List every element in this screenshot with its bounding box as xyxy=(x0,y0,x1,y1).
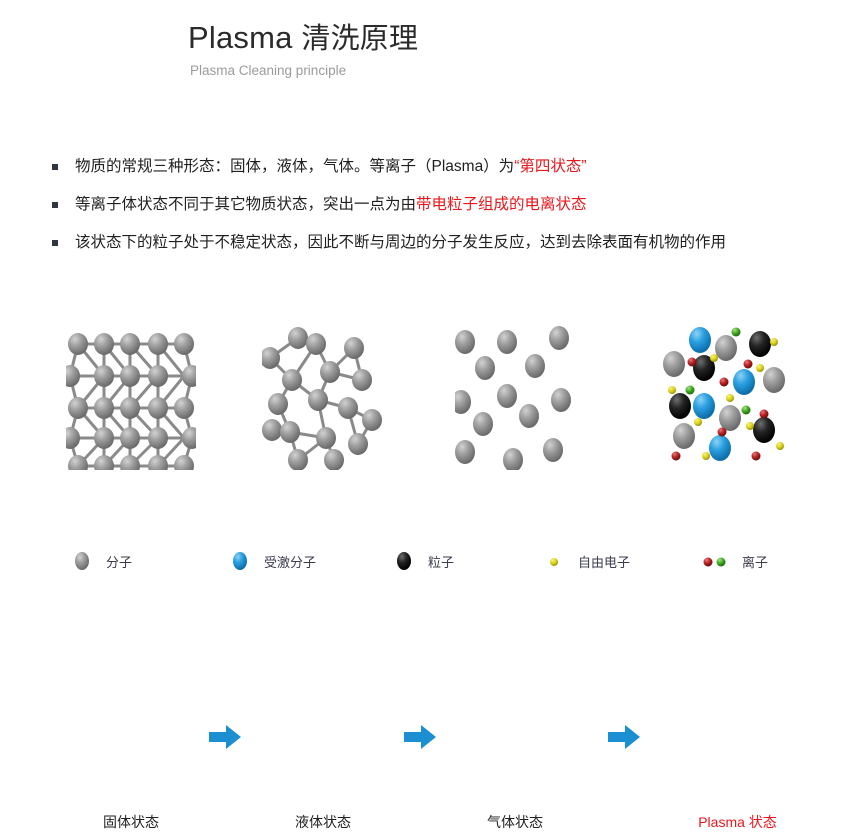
arrow-liquid-to-gas xyxy=(404,724,436,750)
gray-ellipse-icon xyxy=(70,548,94,574)
state-label-liquid: 液体状态 xyxy=(295,814,351,830)
bullet-segment: 物质的常规三种形态：固体，液体，气体。等离子（Plasma）为 xyxy=(75,158,515,175)
solid-lattice-diagram xyxy=(66,320,196,470)
bullet-segment-highlight: “第四状态” xyxy=(514,158,587,175)
bullet-segment: 该状态下的粒子处于不稳定状态，因此不断与周边的分子发生反应，达到去除表面有机物的… xyxy=(75,234,727,251)
square-bullet-icon xyxy=(52,202,58,208)
state-label-plasma: Plasma 状态 xyxy=(698,814,777,830)
page-title: Plasma 清洗原理 xyxy=(188,18,418,59)
bullet-segment-highlight: 带电粒子组成的电离状态 xyxy=(416,196,587,213)
bullet-segment: 等离子体状态不同于其它物质状态，突出一点为由 xyxy=(75,196,417,213)
liquid-network-diagram xyxy=(262,320,392,470)
arrow-solid-to-liquid xyxy=(209,724,241,750)
state-diagram: 固体状态 液体状态 气体状态 Plasma 状态 xyxy=(0,320,856,830)
page-title-en: Plasma xyxy=(188,20,293,55)
page-title-cn: 清洗原理 xyxy=(301,23,419,55)
list-item: 物质的常规三种形态：固体，液体，气体。等离子（Plasma）为“第四状态” xyxy=(52,148,842,186)
plasma-particles-diagram xyxy=(660,320,810,475)
legend-item-ion: 离子 xyxy=(700,546,768,576)
arrow-gas-to-plasma xyxy=(608,724,640,750)
yellow-dot-icon xyxy=(542,548,566,574)
red-green-dots-icon xyxy=(700,548,730,574)
legend-item-free-electron: 自由电子 xyxy=(542,546,630,576)
legend-label: 自由电子 xyxy=(578,554,631,570)
black-ellipse-icon xyxy=(392,548,416,574)
square-bullet-icon xyxy=(52,164,58,170)
list-item: 该状态下的粒子处于不稳定状态，因此不断与周边的分子发生反应，达到去除表面有机物的… xyxy=(52,224,842,262)
legend-item-excited-molecule: 受激分子 xyxy=(228,546,316,576)
state-label-solid: 固体状态 xyxy=(103,814,159,830)
slide-root: Plasma 清洗原理 Plasma Cleaning principle 物质… xyxy=(0,18,856,830)
legend-label: 分子 xyxy=(106,554,133,570)
legend-label: 离子 xyxy=(742,554,769,570)
list-item: 等离子体状态不同于其它物质状态，突出一点为由带电粒子组成的电离状态 xyxy=(52,186,842,224)
legend-label: 粒子 xyxy=(428,554,455,570)
bullet-text: 物质的常规三种形态：固体，液体，气体。等离子（Plasma）为“第四状态” xyxy=(75,148,587,186)
state-label-gas: 气体状态 xyxy=(487,814,543,830)
legend: 分子 受激分子 粒子 自由电子 xyxy=(0,546,856,582)
blue-ellipse-icon xyxy=(228,548,252,574)
bullet-text: 等离子体状态不同于其它物质状态，突出一点为由带电粒子组成的电离状态 xyxy=(75,186,587,224)
gas-particles-diagram xyxy=(455,320,580,470)
bullet-text: 该状态下的粒子处于不稳定状态，因此不断与周边的分子发生反应，达到去除表面有机物的… xyxy=(75,224,726,262)
bullet-list: 物质的常规三种形态：固体，液体，气体。等离子（Plasma）为“第四状态” 等离… xyxy=(52,148,842,262)
legend-item-particle: 粒子 xyxy=(392,546,454,576)
page-subtitle: Plasma Cleaning principle xyxy=(190,63,347,78)
legend-item-molecule: 分子 xyxy=(70,546,132,576)
legend-label: 受激分子 xyxy=(264,554,317,570)
square-bullet-icon xyxy=(52,240,58,246)
